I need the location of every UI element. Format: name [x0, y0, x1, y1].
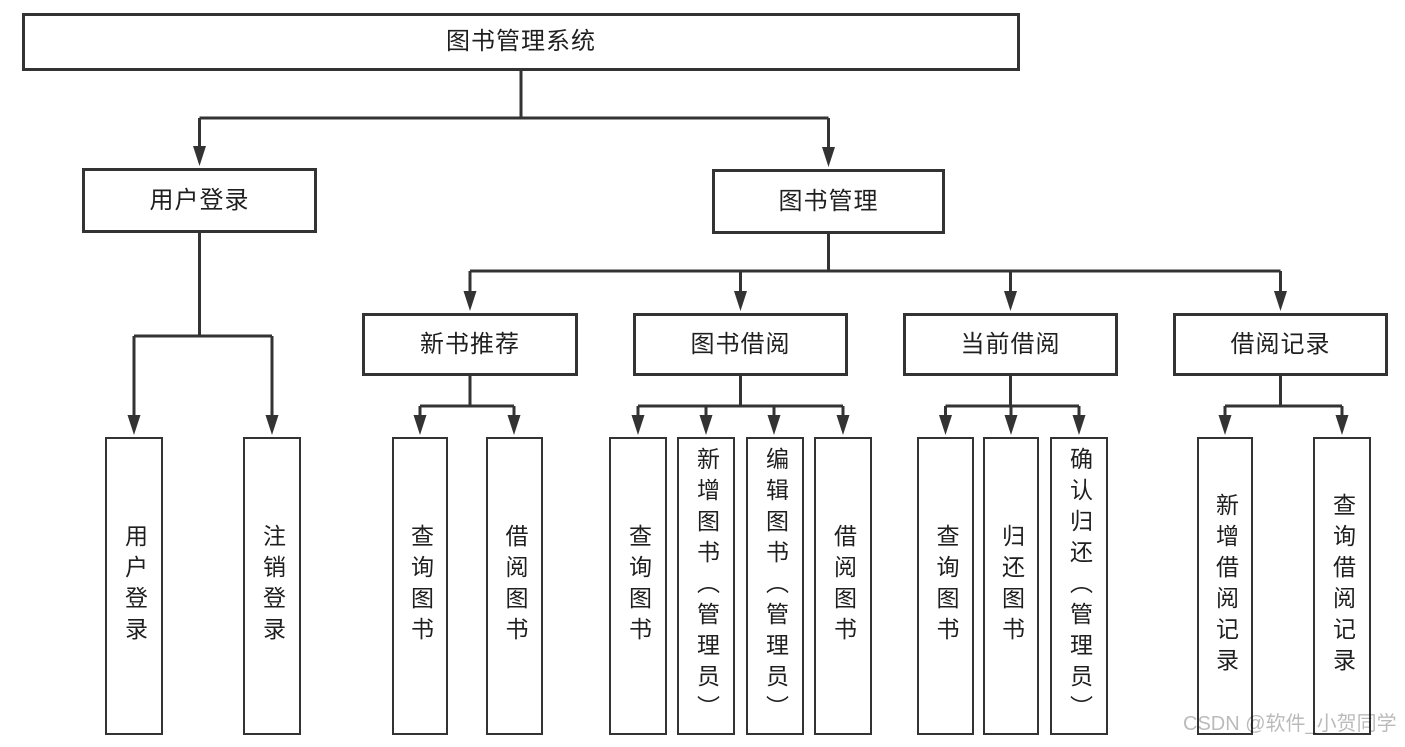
node-current-borrow: 当前借阅 — [903, 313, 1118, 376]
node-user-login-label: 用户登录 — [149, 186, 250, 214]
leaf-return-books: 归还图书 — [983, 437, 1039, 735]
leaf-user-login-label: 用户登录 — [121, 524, 148, 648]
leaf-confirm-return-admin-label: 确认归还（管理员） — [1066, 446, 1093, 726]
leaf-add-books-admin-label: 新增图书（管理员） — [693, 446, 720, 726]
leaf-query-books-current-label: 查询图书 — [933, 524, 959, 648]
node-book-borrow-label: 图书借阅 — [690, 330, 791, 358]
leaf-return-books-label: 归还图书 — [998, 524, 1025, 648]
leaf-borrow-books-recommend-label: 借阅图书 — [502, 524, 528, 648]
leaf-add-borrow-record-label: 新增借阅记录 — [1212, 493, 1239, 679]
node-new-book-recommend-label: 新书推荐 — [420, 330, 520, 358]
leaf-edit-books-admin-label: 编辑图书（管理员） — [762, 446, 789, 726]
leaf-query-books-current: 查询图书 — [917, 437, 974, 735]
node-book-management-label: 图书管理 — [778, 187, 879, 215]
node-user-login: 用户登录 — [82, 168, 317, 233]
leaf-add-borrow-record: 新增借阅记录 — [1197, 437, 1253, 735]
node-root: 图书管理系统 — [22, 13, 1020, 71]
node-book-borrow: 图书借阅 — [633, 313, 848, 376]
leaf-query-borrow-record-label: 查询借阅记录 — [1329, 493, 1356, 679]
leaf-query-borrow-record: 查询借阅记录 — [1313, 437, 1371, 735]
leaf-logout-label: 注销登录 — [259, 524, 286, 648]
leaf-borrow-books-recommend: 借阅图书 — [486, 437, 543, 735]
leaf-user-login: 用户登录 — [105, 437, 163, 735]
node-root-label: 图书管理系统 — [446, 28, 596, 55]
leaf-query-books-borrow-label: 查询图书 — [625, 524, 652, 648]
node-book-management: 图书管理 — [712, 169, 945, 234]
leaf-confirm-return-admin: 确认归还（管理员） — [1050, 437, 1108, 735]
leaf-query-books-recommend: 查询图书 — [392, 437, 448, 735]
leaf-query-books-recommend-label: 查询图书 — [407, 524, 434, 648]
node-borrow-records: 借阅记录 — [1173, 313, 1388, 376]
node-current-borrow-label: 当前借阅 — [960, 330, 1061, 358]
leaf-borrow-books-label: 借阅图书 — [830, 524, 857, 648]
leaf-borrow-books: 借阅图书 — [814, 437, 872, 735]
leaf-logout: 注销登录 — [243, 437, 301, 735]
node-borrow-records-label: 借阅记录 — [1230, 330, 1331, 358]
leaf-query-books-borrow: 查询图书 — [609, 437, 667, 735]
leaf-add-books-admin: 新增图书（管理员） — [677, 437, 735, 735]
node-new-book-recommend: 新书推荐 — [362, 313, 578, 376]
arrowheads — [127, 146, 1349, 435]
leaf-edit-books-admin: 编辑图书（管理员） — [746, 437, 804, 735]
watermark: CSDN @软件_小贺同学 — [1183, 713, 1397, 735]
